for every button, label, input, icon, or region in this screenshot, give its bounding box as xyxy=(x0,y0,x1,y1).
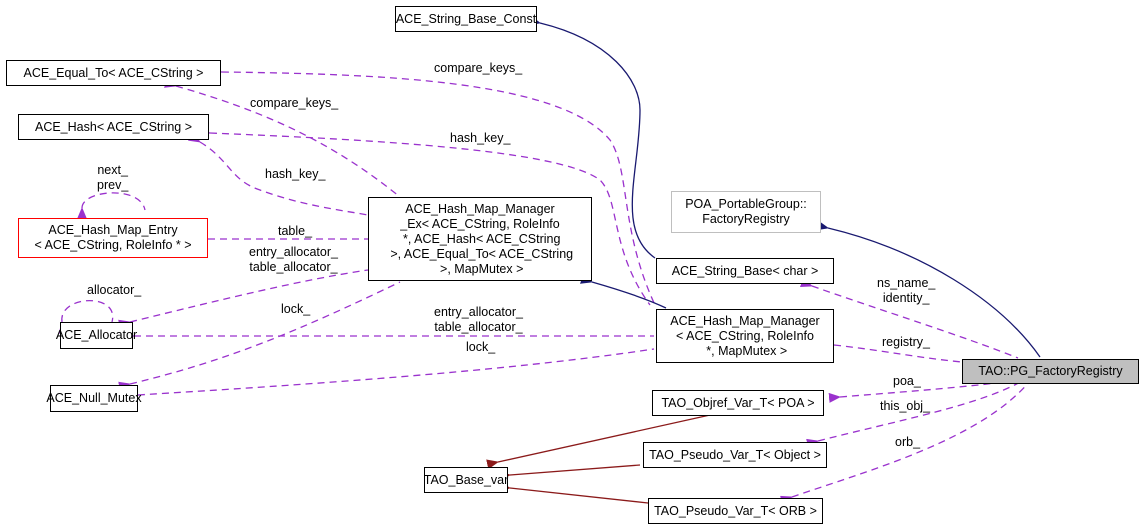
edge-template-pseudo-object xyxy=(498,464,641,481)
edge-label-table: table_ xyxy=(278,224,313,238)
edge-label-entry-table-alloc-left: entry_allocator_ table_allocator_ xyxy=(249,245,338,274)
edge-ns-name-identity xyxy=(799,277,1019,359)
node-ace-string-base-const[interactable]: ACE_String_Base_Const xyxy=(395,6,537,32)
edge-template-objref-poa xyxy=(486,414,711,470)
edge-registry xyxy=(822,338,963,363)
edge-template-pseudo-orb xyxy=(498,481,649,504)
edge-label-compare-keys-left: compare_keys_ xyxy=(250,96,339,110)
edge-label-ns-name-identity: ns_name_ identity_ xyxy=(877,276,936,305)
edge-lock-mgr xyxy=(126,348,655,401)
node-tao-pg-factory-registry[interactable]: TAO::PG_FactoryRegistry xyxy=(962,359,1139,384)
node-tao-objref-var-poa[interactable]: TAO_Objref_Var_T< POA > xyxy=(652,390,824,416)
edge-label-orb: orb_ xyxy=(895,435,921,449)
edge-label-registry: registry_ xyxy=(882,335,930,349)
edge-hash-key-ex xyxy=(187,132,369,216)
edge-label-this-obj: this_obj_ xyxy=(880,399,931,413)
edge-label-lock-mid: lock_ xyxy=(466,340,496,354)
edge-compare-keys-mgr xyxy=(210,66,656,306)
node-tao-base-var[interactable]: TAO_Base_var xyxy=(424,467,508,493)
edge-next-prev xyxy=(76,192,146,220)
edge-label-compare-keys-top: compare_keys_ xyxy=(434,61,523,75)
node-ace-null-mutex[interactable]: ACE_Null_Mutex xyxy=(46,385,142,412)
edge-compare-keys-ex xyxy=(164,78,401,198)
edge-allocator-ex xyxy=(118,269,369,330)
edge-label-hash-key-top: hash_key_ xyxy=(450,131,511,145)
node-ace-hash-map-entry[interactable]: ACE_Hash_Map_Entry < ACE_CString, RoleIn… xyxy=(18,218,208,258)
node-ace-allocator[interactable]: ACE_Allocator xyxy=(56,322,137,349)
edge-label-allocator: allocator_ xyxy=(87,283,142,297)
edge-lock-ex xyxy=(118,281,401,392)
edge-orb xyxy=(779,380,1031,506)
edge-inherit-poa-factory-registry xyxy=(816,220,1041,358)
edge-label-hash-key-left: hash_key_ xyxy=(265,167,326,181)
edge-label-poa: poa_ xyxy=(893,374,921,388)
node-tao-pseudo-var-object[interactable]: TAO_Pseudo_Var_T< Object > xyxy=(643,442,827,468)
node-tao-pseudo-var-orb[interactable]: TAO_Pseudo_Var_T< ORB > xyxy=(648,498,823,524)
edge-label-entry-table-alloc-mid: entry_allocator_ table_allocator_ xyxy=(434,305,523,334)
node-ace-string-base[interactable]: ACE_String_Base< char > xyxy=(656,258,834,284)
edge-allocator-self xyxy=(58,300,114,334)
edge-inherit-string-base-const xyxy=(528,15,656,259)
node-ace-hash-map-manager-ex[interactable]: ACE_Hash_Map_Manager _Ex< ACE_CString, R… xyxy=(368,197,592,281)
node-ace-equal-to[interactable]: ACE_Equal_To< ACE_CString > xyxy=(6,60,221,86)
node-poa-factory-registry[interactable]: POA_PortableGroup:: FactoryRegistry xyxy=(671,191,821,233)
edge-hash-key-mgr xyxy=(198,127,651,306)
edge-inherit-hash-map-manager-ex xyxy=(580,274,667,309)
node-ace-hash-map-manager[interactable]: ACE_Hash_Map_Manager < ACE_CString, Role… xyxy=(656,309,834,363)
edge-this-obj xyxy=(806,380,1023,449)
edge-label-next-prev: next_ prev_ xyxy=(97,163,129,192)
edge-label-lock-left: lock_ xyxy=(281,302,311,316)
node-ace-hash[interactable]: ACE_Hash< ACE_CString > xyxy=(18,114,209,140)
